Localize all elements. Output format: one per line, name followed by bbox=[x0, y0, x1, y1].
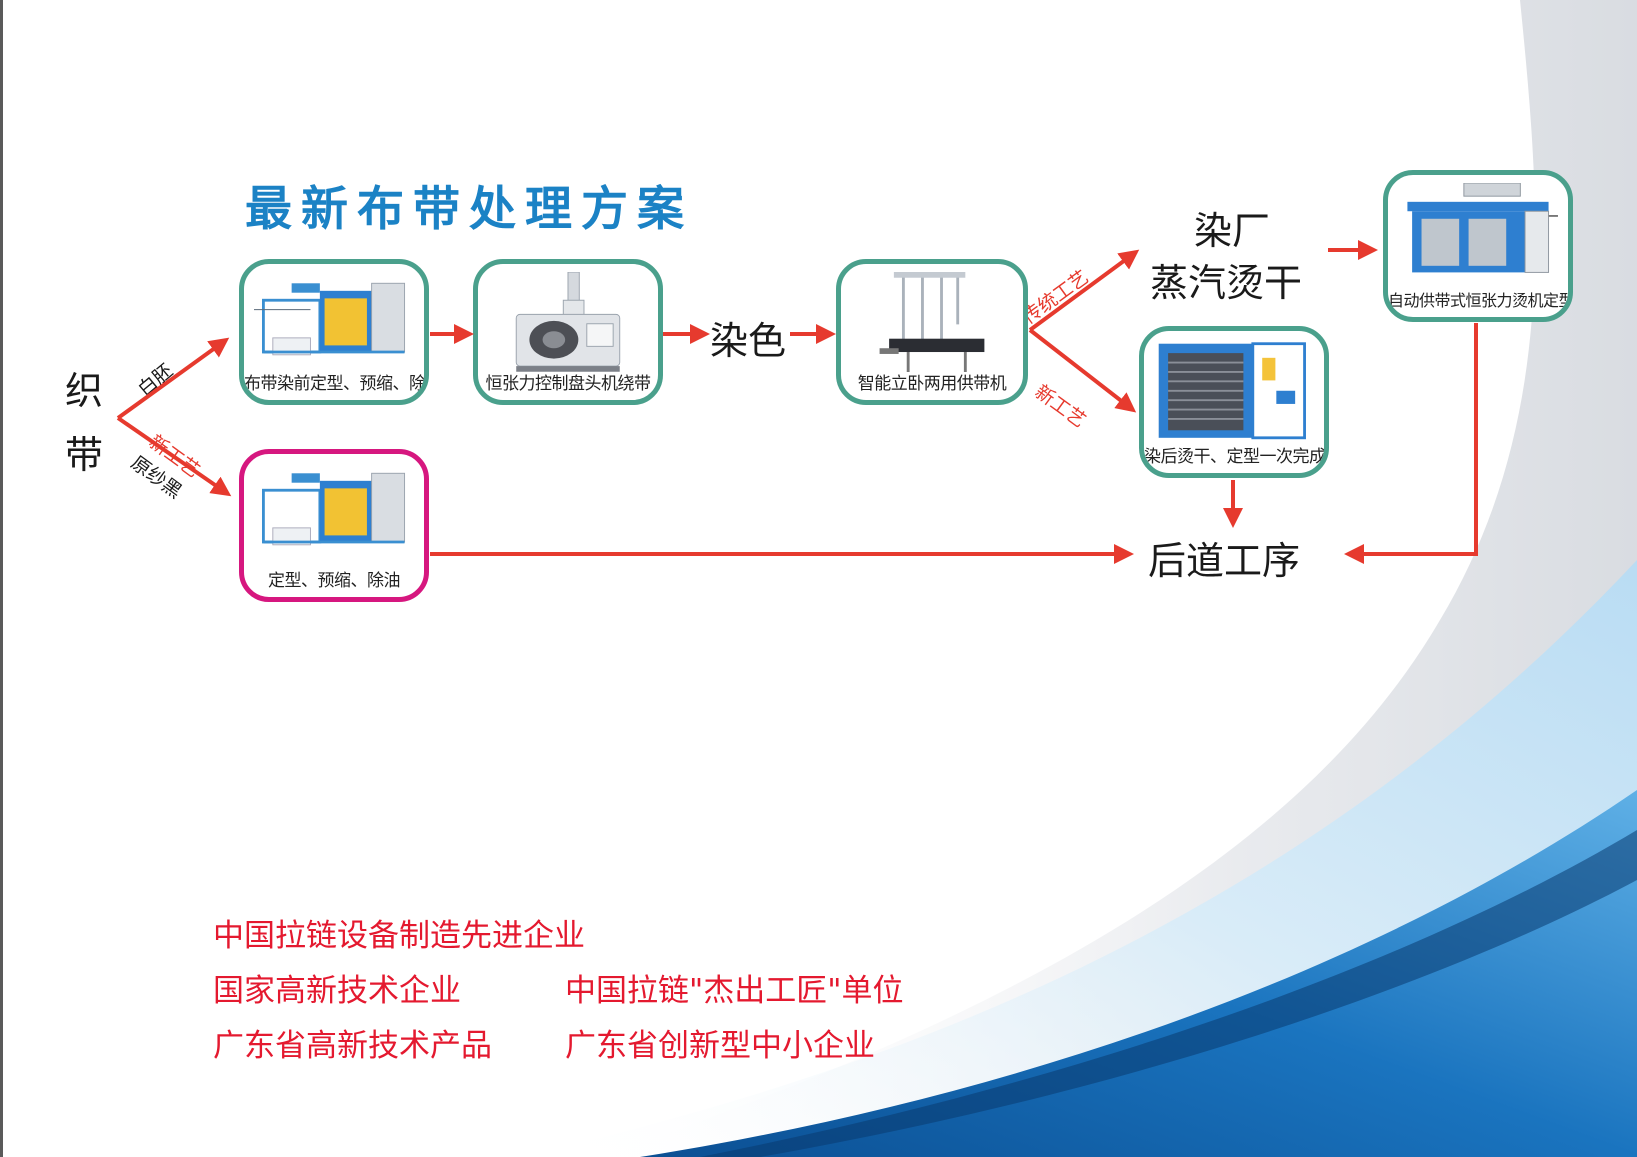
step-card-raw-set: 定型、预缩、除油 bbox=[239, 449, 429, 602]
page-border bbox=[0, 0, 3, 1157]
step-final: 后道工序 bbox=[1148, 539, 1301, 583]
step-caption: 智能立卧两用供带机 bbox=[857, 374, 1007, 394]
machine-icon bbox=[515, 272, 621, 372]
step-caption: 定型、预缩、除油 bbox=[268, 571, 401, 591]
honor-item: 国家高新技术企业 bbox=[213, 973, 461, 1009]
step-caption: 染后烫干、定型一次完成 bbox=[1144, 447, 1326, 467]
machine-icon bbox=[879, 272, 985, 373]
machine-icon bbox=[1158, 342, 1306, 440]
machine-icon bbox=[1407, 183, 1558, 273]
step-steam-line1: 染厂 bbox=[1194, 209, 1271, 253]
page-title: 最新布带处理方案 bbox=[245, 182, 693, 237]
step-steam-line2: 蒸汽烫干 bbox=[1150, 261, 1303, 305]
source-label-char-2: 带 bbox=[64, 433, 103, 477]
step-dyeing: 染色 bbox=[710, 319, 787, 363]
honor-item: 广东省高新技术产品 bbox=[213, 1028, 492, 1064]
honor-item: 中国拉链设备制造先进企业 bbox=[213, 918, 585, 954]
step-card-winding: 恒张力控制盘头机绕带 bbox=[473, 259, 663, 405]
source-label-char-1: 织 bbox=[64, 369, 103, 413]
step-caption: 布带染前定型、预缩、除油 bbox=[244, 374, 429, 394]
step-card-auto-iron: 自动供带式恒张力烫机定型 bbox=[1383, 170, 1573, 322]
step-card-dry-set: 染后烫干、定型一次完成 bbox=[1139, 326, 1329, 478]
step-caption: 恒张力控制盘头机绕带 bbox=[485, 374, 652, 394]
machine-icon bbox=[254, 282, 406, 356]
step-card-feeder: 智能立卧两用供带机 bbox=[836, 259, 1028, 405]
honor-item: 中国拉链"杰出工匠"单位 bbox=[565, 973, 904, 1009]
step-card-pretreat: 布带染前定型、预缩、除油 bbox=[239, 259, 429, 405]
step-caption: 自动供带式恒张力烫机定型 bbox=[1388, 291, 1573, 310]
machine-icon bbox=[261, 472, 406, 546]
honor-item: 广东省创新型中小企业 bbox=[565, 1028, 875, 1064]
